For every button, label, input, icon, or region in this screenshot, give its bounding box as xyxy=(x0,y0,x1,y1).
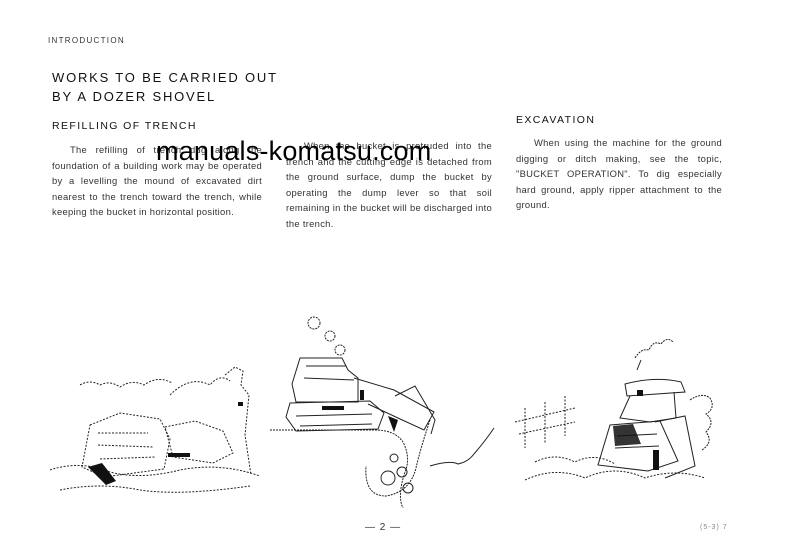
section-label: INTRODUCTION xyxy=(48,36,125,45)
paragraph-dumping: When the bucket is protruded into the tr… xyxy=(286,138,492,231)
paragraph-refilling: The refilling of trench dug along the fo… xyxy=(52,142,262,220)
watermark: manuals-komatsu.com xyxy=(156,136,432,166)
heading-excavation: EXCAVATION xyxy=(516,114,596,126)
page-number: — 2 — xyxy=(365,522,402,533)
heading-refilling-of-trench: REFILLING OF TRENCH xyxy=(52,120,197,132)
dozer-shovel-dumping-into-trench-illustration xyxy=(270,308,500,508)
page-title-line-2: BY A DOZER SHOVEL xyxy=(52,89,217,104)
page-code: (5-3) 7 xyxy=(700,524,728,531)
paragraph-excavation-text: When using the machine for the ground di… xyxy=(516,137,722,210)
paragraph-refilling-text: The refilling of trench dug along the fo… xyxy=(52,144,262,217)
paragraph-excavation: When using the machine for the ground di… xyxy=(516,135,722,213)
page-title: WORKS TO BE CARRIED OUT BY A DOZER SHOVE… xyxy=(52,68,278,106)
page-title-line-1: WORKS TO BE CARRIED OUT xyxy=(52,70,278,85)
paragraph-dumping-text: When the bucket is protruded into the tr… xyxy=(286,140,492,229)
dozer-shovel-refilling-trench-illustration xyxy=(50,355,280,500)
dozer-shovel-excavation-illustration xyxy=(505,330,735,510)
